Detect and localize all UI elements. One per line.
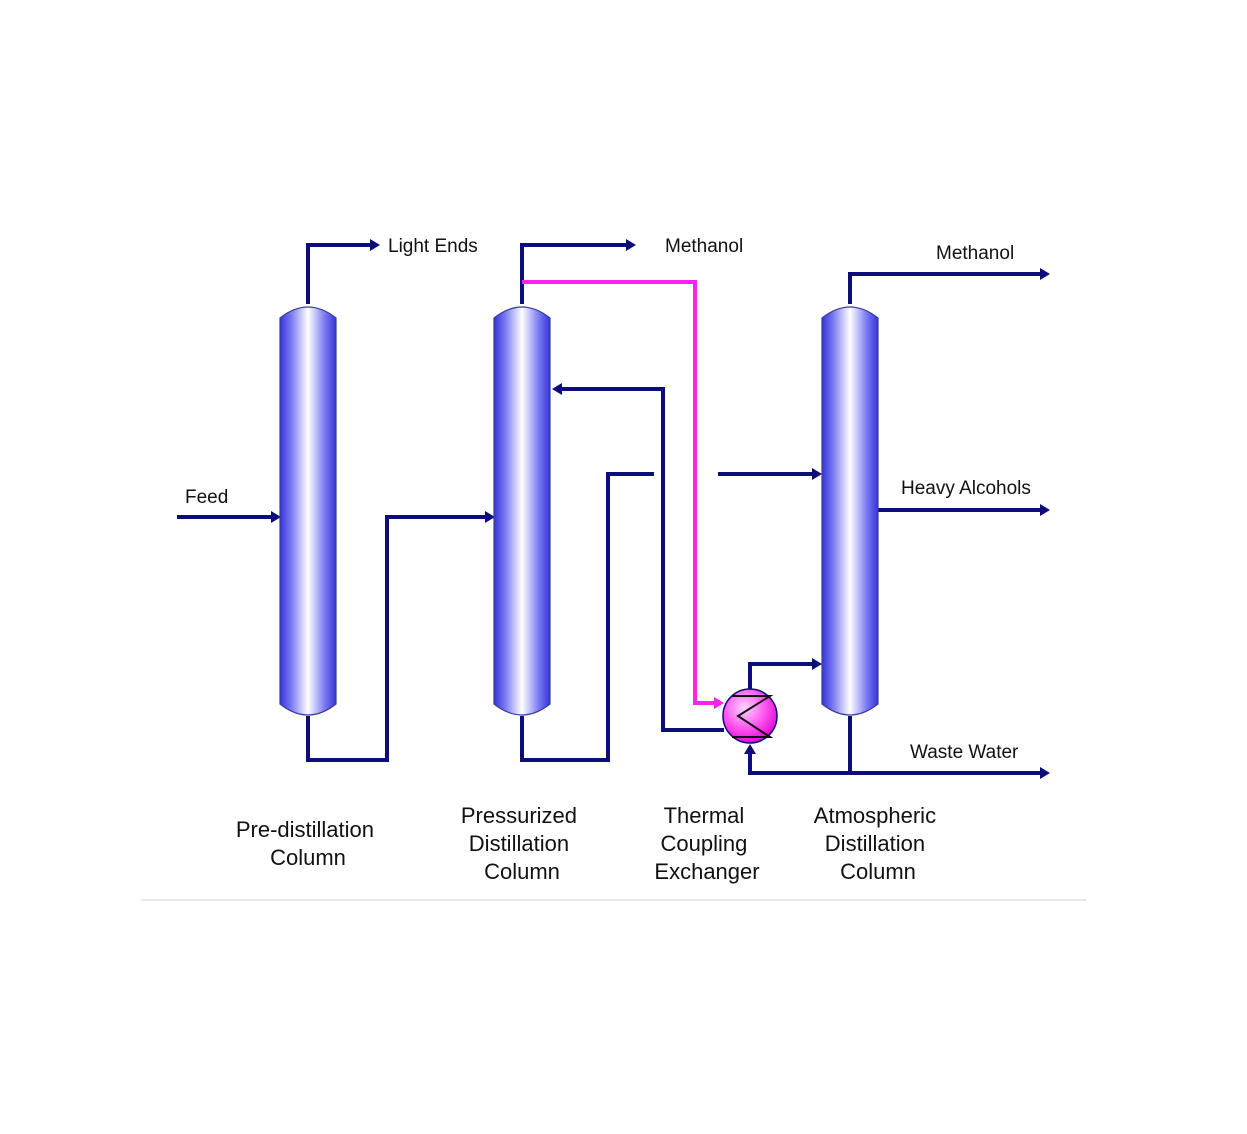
reflux-arrowhead — [552, 383, 562, 395]
heavy-alcohols-label: Heavy Alcohols — [901, 478, 1031, 499]
reboiler-in-arrowhead — [744, 744, 756, 754]
pre-bottoms-line — [306, 515, 487, 762]
reflux-line — [560, 387, 724, 732]
atmospheric-distillation-column — [821, 306, 879, 716]
feed-label: Feed — [185, 487, 228, 508]
pre-distillation-column — [279, 306, 337, 716]
methanol-2-arrowhead — [1040, 268, 1050, 280]
methanol-label-1: Methanol — [665, 236, 743, 257]
light-ends-line — [306, 243, 372, 304]
atmospheric-feed-arrowhead — [812, 468, 822, 480]
waste-water-arrowhead — [1040, 767, 1050, 779]
methanol-2-line — [848, 272, 1042, 304]
reboiler-in-line — [748, 753, 850, 775]
pre-bottoms-arrowhead — [485, 511, 495, 523]
methanol-1-arrowhead — [626, 239, 636, 251]
light-ends-arrowhead — [370, 239, 380, 251]
feed-arrowhead — [271, 511, 281, 523]
heat-exchanger-coil-icon — [732, 695, 774, 738]
exchanger-label: Thermal Coupling Exchanger — [654, 803, 759, 884]
atmospheric-column-label: Atmospheric Distillation Column — [814, 803, 942, 884]
waste-water-label: Waste Water — [910, 742, 1019, 763]
methanol-label-2: Methanol — [936, 243, 1014, 264]
reboiler-out-line — [748, 662, 814, 690]
light-ends-label: Light Ends — [388, 236, 478, 257]
heavy-alcohols-arrowhead — [1040, 504, 1050, 516]
pre-distillation-label: Pre-distillation Column — [236, 817, 380, 870]
thermal-coupling-arrowhead — [714, 697, 724, 709]
methanol-1-line — [520, 243, 628, 304]
pressurized-column-label: Pressurized Distillation Column — [461, 803, 583, 884]
thermal-coupling-vapor-line — [522, 280, 716, 705]
reboiler-out-arrowhead — [812, 658, 822, 670]
pressurized-bottoms-line — [520, 472, 654, 762]
thermal-coupling-exchanger — [722, 688, 778, 744]
pressurized-distillation-column — [493, 306, 551, 716]
